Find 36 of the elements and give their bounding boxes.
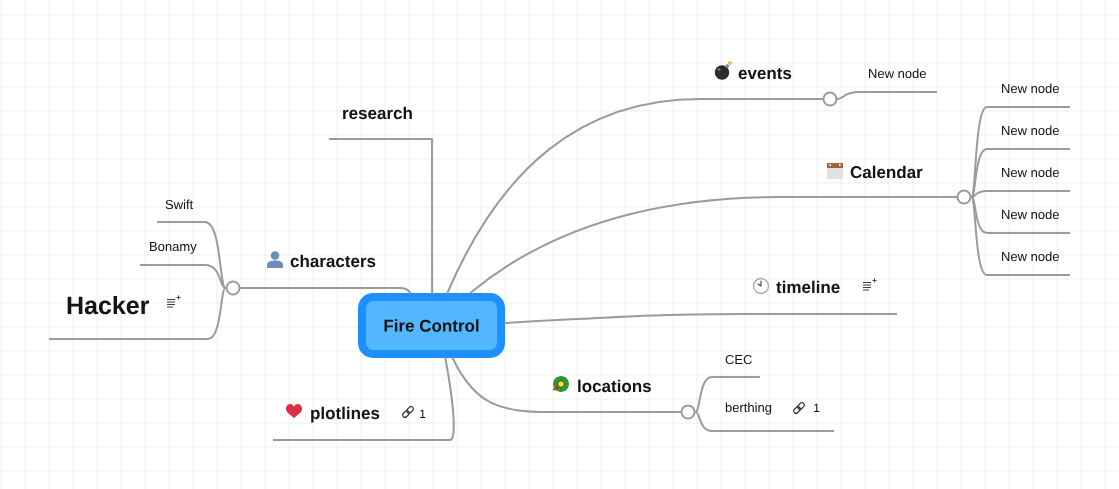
topic: Calendar bbox=[779, 165, 965, 198]
subtopic: New node bbox=[986, 209, 1071, 234]
branch-line bbox=[970, 148, 988, 198]
branch-line bbox=[204, 264, 227, 289]
link-count: 1 bbox=[420, 409, 426, 418]
topic: research bbox=[328, 106, 433, 140]
branch-line bbox=[399, 287, 412, 294]
branch-line bbox=[694, 411, 713, 432]
subtopic: Bonamy bbox=[139, 242, 206, 266]
topic: characters bbox=[232, 254, 401, 289]
subtopic: New node bbox=[859, 68, 938, 93]
subtopic: CEC bbox=[711, 354, 761, 378]
branch-line bbox=[970, 196, 988, 276]
branch-line bbox=[446, 98, 701, 294]
subtopic: Swift bbox=[156, 199, 206, 223]
branch-line bbox=[431, 138, 434, 294]
branch-line bbox=[504, 313, 741, 324]
branch-line bbox=[970, 196, 988, 234]
branch-line bbox=[204, 221, 227, 289]
branch-line bbox=[970, 190, 988, 198]
branch-line bbox=[469, 196, 781, 294]
topic: timeline bbox=[739, 280, 898, 315]
branch-line bbox=[836, 91, 861, 100]
branch-line bbox=[451, 357, 551, 413]
branch-line bbox=[207, 287, 227, 340]
subtopic: New node bbox=[986, 167, 1071, 192]
link-count: 1 bbox=[814, 403, 820, 412]
subtopic: New node bbox=[986, 125, 1071, 150]
subtopic: New node bbox=[986, 83, 1071, 108]
branch-line bbox=[694, 376, 713, 413]
central-topic: Fire Control bbox=[358, 293, 505, 358]
subtopic: New node bbox=[986, 251, 1071, 276]
topic: events bbox=[699, 67, 831, 100]
topic: Hacker bbox=[48, 295, 209, 340]
branch-line bbox=[444, 357, 455, 441]
topic: locations bbox=[549, 379, 689, 413]
